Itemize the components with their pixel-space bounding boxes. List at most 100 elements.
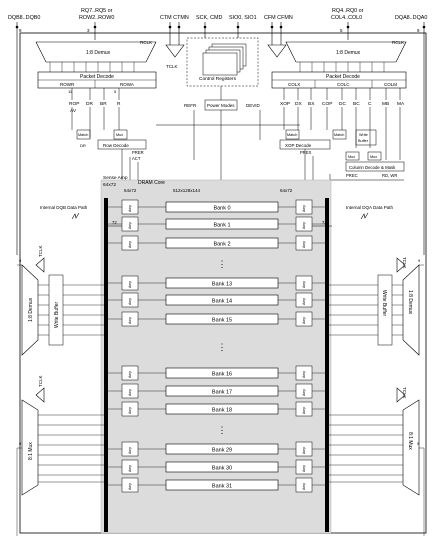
bank-row (165, 479, 279, 491)
right-mux-lines (329, 414, 425, 536)
col-mux-box-a (345, 151, 360, 161)
col-mux-label-a: Mux (348, 155, 355, 159)
pin-rq-label-1: RQ7..RQ5 or (81, 8, 113, 14)
pin-dqa-label: DQA8..DQA0 (395, 15, 427, 21)
dram-core-label: DRAM Core (138, 180, 165, 186)
right-demux-label: 1:8 Demux (336, 50, 361, 56)
pin-ctm-label: CTM CTMN (160, 15, 189, 21)
sig-dr: DR (86, 101, 93, 107)
write-buffer-top-box (355, 129, 377, 146)
sense-amp-left-label: Amp (128, 205, 132, 212)
pin-rq4-label-2: COL4..COL0 (331, 15, 362, 21)
sense-amp-right-label: Amp (302, 371, 306, 378)
bank-label: Bank 13 (212, 282, 232, 288)
left-demux-label: 1:8 Demux (28, 297, 34, 322)
bank-label: Bank 0 (213, 206, 230, 212)
pin-dots (15, 25, 426, 29)
left-match-box (76, 129, 91, 140)
dqa-lightning (360, 212, 369, 220)
column-decode-label: Column Decode & Mask (349, 165, 396, 170)
sense-amp-right-label: Amp (302, 465, 306, 472)
left-mux-bus-width: 9 (19, 441, 22, 446)
sig-dc: DC (339, 101, 346, 107)
left-mux-lines (16, 414, 104, 536)
sense-amp-left-label: Amp (128, 483, 132, 490)
devid-label: DEVID (246, 103, 261, 108)
sig-bx: BX (308, 101, 315, 107)
left-demux-shape (21, 264, 39, 356)
sense-amp-label: Sense Amp (103, 175, 128, 181)
bank-label: Bank 18 (212, 408, 232, 414)
bus-width-rq4: 5 (340, 28, 343, 33)
right-write-buffer-label: Write Buffer (381, 290, 387, 317)
bank-row (165, 277, 279, 289)
sense-amp-left-label: Amp (128, 389, 132, 396)
center-tclk-label: TCLK (166, 64, 178, 69)
sig-cop: COP (322, 101, 332, 107)
sig-mb: MB (382, 101, 389, 107)
right-mux-shape (402, 399, 420, 496)
left-decode-outputs (71, 88, 120, 138)
left-width-label: 64x72 (124, 188, 137, 193)
right-tclk-buffer-bottom (396, 387, 406, 403)
power-modes-label: Power Modes (207, 103, 235, 108)
bank-label: Bank 2 (213, 242, 230, 248)
right-match-label-2: Match (334, 133, 344, 137)
sig-rop: ROP (69, 101, 79, 107)
right-rclk-label: RCLK (392, 40, 404, 45)
left-mux-box (113, 129, 128, 140)
bank-label: Bank 15 (212, 318, 232, 324)
right-demux-bus-width: 9 (418, 258, 421, 263)
bank-ellipsis: ⋮ (218, 342, 227, 352)
write-buffer-top-label-2: Buffer (358, 139, 369, 143)
bank-row (165, 367, 279, 379)
left-tclk-label-bottom: TCLK (38, 375, 43, 387)
xop-decode-label: XOP Decode (285, 143, 312, 148)
register-stack (202, 43, 247, 76)
prer-label: PRER (132, 150, 144, 155)
sense-amp-right-label: Amp (302, 389, 306, 396)
left-demux-bus-width: 9 (19, 258, 22, 263)
left-write-buffer-label: Write Buffer (54, 301, 60, 328)
bank-label: Bank 29 (212, 448, 232, 454)
bank-label: Bank 1 (213, 223, 230, 229)
right-match-box-1 (285, 129, 300, 140)
bank-row (165, 385, 279, 397)
tclk-buffer-right (267, 44, 287, 58)
act-label: ACT (132, 156, 141, 161)
right-decode-outputs (283, 88, 401, 160)
right-packet-decode-label: Packet Decode (326, 74, 360, 80)
left-tclk-buffer-bottom (35, 387, 45, 403)
left-tclk-buffer-top (35, 257, 45, 273)
sense-amp-right-label: Amp (302, 298, 306, 305)
bank-row (165, 403, 279, 415)
pin-rq-label-2: ROW2..ROW0 (79, 15, 114, 21)
sig-av: AV (70, 108, 77, 114)
right-write-lines (329, 264, 424, 336)
dqb-path-label: Internal DQB Data Path (40, 205, 88, 210)
sense-amp-width: 64x72 (103, 182, 116, 188)
dqb-lightning (71, 212, 80, 220)
left-write-lines (17, 264, 104, 336)
bus-72-left: 72 (112, 220, 117, 225)
sense-amp-right-label: Amp (302, 407, 306, 414)
sense-amp-left-label: Amp (128, 241, 132, 248)
right-demux-label: 1:8 Demux (407, 290, 413, 315)
bus-width-11: 11 (68, 89, 73, 94)
rowa-label: ROWA (120, 82, 134, 87)
pin-dqb-label: DQB8..DQB0 (8, 15, 40, 21)
sense-amp-right-label: Amp (302, 241, 306, 248)
sig-ma: MA (397, 101, 405, 107)
sense-amp-left-label: Amp (128, 222, 132, 229)
column-decode-box (345, 161, 405, 172)
sense-amp-left-label: Amp (128, 447, 132, 454)
sense-amp-left-label: Amp (128, 407, 132, 414)
sense-amp-left-label: Amp (128, 465, 132, 472)
prex-label: PREX (300, 150, 312, 155)
bus-width-5: 5 (114, 89, 117, 94)
sense-amp-left-label: Amp (128, 281, 132, 288)
left-rclk-label: RCLK (140, 40, 152, 45)
sense-amp-right-label: Amp (302, 205, 306, 212)
bank-row (165, 237, 279, 249)
